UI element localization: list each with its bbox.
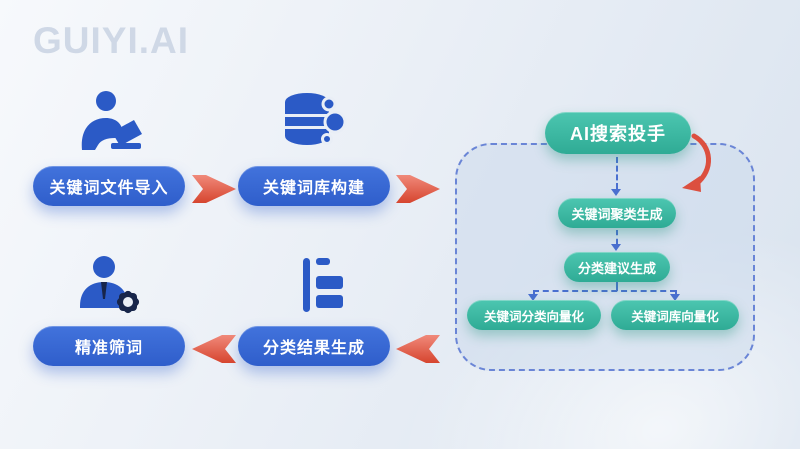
step-keyword-library-build: 关键词库构建 xyxy=(238,166,390,206)
database-icon xyxy=(277,86,349,158)
connector-branch-bar xyxy=(533,290,676,292)
flow-arrow-left-1 xyxy=(396,335,440,363)
step-keyword-file-import: 关键词文件导入 xyxy=(33,166,185,206)
node-keyword-library-vectorization: 关键词库向量化 xyxy=(611,300,739,330)
connector-branch-right-drop xyxy=(675,290,677,295)
flow-arrow-right-2 xyxy=(396,175,440,203)
step-classification-result: 分类结果生成 xyxy=(238,326,390,366)
watermark-logo: GUIYI.AI xyxy=(33,20,190,61)
node-classification-suggestion: 分类建议生成 xyxy=(564,252,670,282)
connector-arrowhead xyxy=(528,294,538,301)
connector-title-to-cluster xyxy=(616,157,618,189)
person-gear-icon xyxy=(74,250,146,322)
curved-arrow-decoration-icon xyxy=(668,130,716,200)
step-precise-filter: 精准筛词 xyxy=(33,326,185,366)
tree-list-icon xyxy=(286,252,358,324)
connector-suggest-stem xyxy=(616,282,618,291)
panel-title-ai-search: AI搜索投手 xyxy=(545,112,691,154)
connector-arrowhead xyxy=(670,294,680,301)
connector-branch-left-drop xyxy=(533,290,535,295)
node-keyword-cluster-generation: 关键词聚类生成 xyxy=(558,198,676,228)
flow-arrow-right-1 xyxy=(192,175,236,203)
flow-arrow-left-2 xyxy=(192,335,236,363)
connector-arrowhead xyxy=(611,189,621,196)
connector-arrowhead xyxy=(611,244,621,251)
connector-cluster-to-suggest xyxy=(616,230,618,244)
node-keyword-class-vectorization: 关键词分类向量化 xyxy=(467,300,601,330)
person-laptop-icon xyxy=(72,86,144,158)
